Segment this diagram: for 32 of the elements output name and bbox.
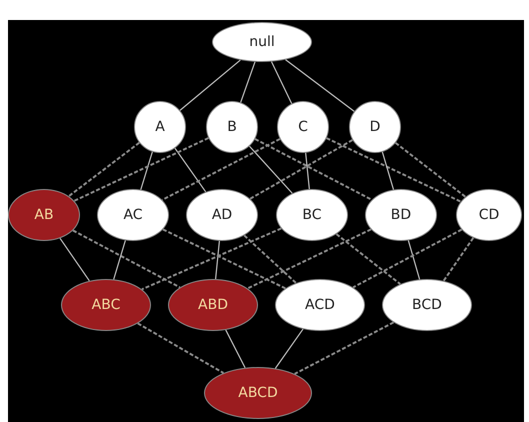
connector-line <box>442 237 474 282</box>
connector-line <box>336 233 401 285</box>
connector-line <box>215 240 220 280</box>
connector-line <box>408 240 420 280</box>
connector-line <box>72 230 180 288</box>
connector-line <box>382 152 394 190</box>
connector-line <box>137 322 224 374</box>
connector-line <box>240 62 256 103</box>
connector-line <box>113 240 126 280</box>
connector-line <box>254 138 372 201</box>
connector-line <box>142 228 282 290</box>
connector-line <box>140 152 153 190</box>
connector-line <box>68 142 140 197</box>
connector-line <box>174 148 206 192</box>
connector-line <box>249 146 293 194</box>
connector-line <box>162 138 280 201</box>
connector-line <box>250 139 353 200</box>
connector-line <box>294 322 394 375</box>
connector-line <box>60 238 90 282</box>
connector-line <box>225 330 246 368</box>
connector-line <box>74 137 209 202</box>
connector-line <box>285 59 355 112</box>
connector-line <box>274 328 304 369</box>
connector-line <box>270 61 292 104</box>
connector-line <box>326 137 462 203</box>
connector-line <box>352 228 462 288</box>
connector-line <box>394 142 466 198</box>
connector-line <box>244 234 297 284</box>
connector-line <box>162 228 286 290</box>
connector-line <box>247 228 372 290</box>
connector-line <box>305 152 310 190</box>
connector-line <box>180 60 241 111</box>
